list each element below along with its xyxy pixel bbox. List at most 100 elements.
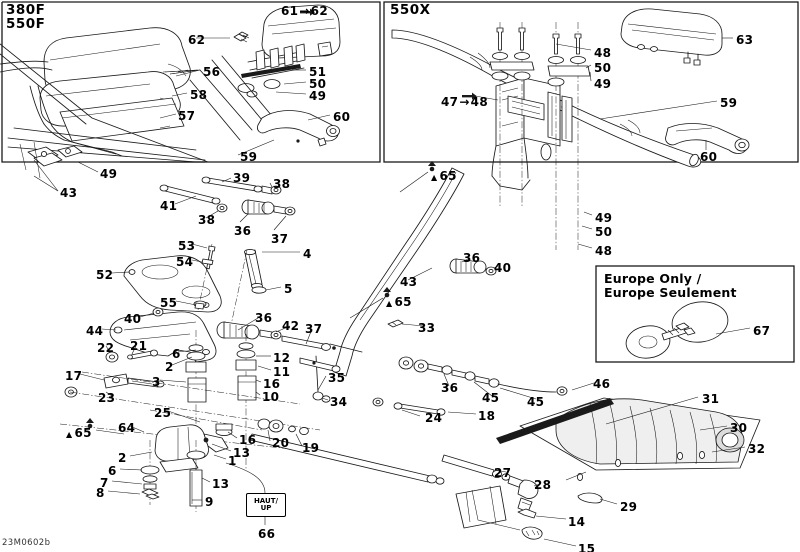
callout-l-19: 19: [302, 442, 319, 454]
arrow-47-48: [462, 92, 477, 100]
callout-l-67: 67: [753, 325, 770, 337]
part-41-linkage: [159, 184, 228, 213]
part-62-hardware: [233, 31, 250, 43]
callout-number: 67: [753, 324, 771, 338]
callout-number: 45: [482, 391, 500, 405]
callout-number-secondary: 48: [470, 95, 488, 109]
callout-number: 5: [284, 282, 293, 296]
callout-l-42: 42: [282, 320, 299, 332]
callout-number: 31: [702, 392, 720, 406]
part-36-bushing-upper: [241, 199, 296, 216]
callout-l-40b: 40: [494, 262, 511, 274]
callout-l-8: 8: [96, 487, 105, 499]
callout-l-36c: 36: [463, 252, 480, 264]
callout-number: 13: [233, 446, 251, 460]
callout-l-4: 4: [303, 248, 312, 260]
callout-l-24: 24: [425, 412, 442, 424]
callout-number: 66: [258, 527, 276, 541]
callout-l-41: 41: [160, 200, 177, 212]
callout-number: 60: [700, 150, 718, 164]
callout-l-28: 28: [534, 479, 551, 491]
callout-l-48a: 48: [594, 47, 611, 59]
callout-l-10: 10: [262, 391, 279, 403]
callout-number: 43: [400, 275, 418, 289]
callout-number: 48: [594, 46, 612, 60]
callout-l-60a: 60: [333, 111, 350, 123]
callout-number: 64: [118, 421, 136, 435]
callout-number: 27: [494, 466, 512, 480]
callout-number: 59: [720, 96, 738, 110]
part-30-31-32-runningboard: [496, 397, 761, 482]
callout-number: 10: [262, 390, 280, 404]
callout-number: 54: [176, 255, 194, 269]
callout-number: 37: [305, 322, 323, 336]
callout-number: 35: [328, 371, 346, 385]
callout-l-59b: 59: [720, 97, 737, 109]
callout-l-6b: 6: [108, 465, 117, 477]
callout-number: 41: [160, 199, 178, 213]
callout-l-66: 66: [258, 528, 275, 540]
callout-l-39: 39: [233, 172, 250, 184]
callout-l-62: 62: [188, 34, 205, 46]
callout-number-secondary: 62: [310, 4, 328, 18]
callout-l-7: 7: [100, 477, 109, 489]
marker-65-symbols: [86, 161, 436, 429]
callout-number: 11: [273, 365, 291, 379]
bolts-left-column: [489, 22, 535, 206]
callout-l-2a: 2: [165, 361, 174, 373]
panel-title-europe-only: Europe Only / Europe Seulement: [604, 271, 737, 300]
group-europe-mirror-67: [625, 301, 751, 359]
callout-l-21: 21: [130, 340, 147, 352]
callout-number: 59: [240, 150, 258, 164]
callout-number: 62: [188, 33, 206, 47]
arrow-right-icon: →: [459, 95, 470, 109]
callout-l-36a: 36: [234, 225, 251, 237]
callout-l-46: 46: [593, 378, 610, 390]
callout-number: 36: [463, 251, 481, 265]
callout-number: 16: [239, 433, 257, 447]
callout-number: 49: [309, 89, 327, 103]
callout-number: 40: [124, 312, 142, 326]
callout-number: 50: [595, 225, 613, 239]
callout-number: 21: [130, 339, 148, 353]
callout-number: 2: [118, 451, 127, 465]
callout-number: 65: [74, 426, 92, 440]
part-39-linkage: [201, 176, 282, 195]
callout-l-14: 14: [568, 516, 585, 528]
callout-number: 19: [302, 441, 320, 455]
part-52-support-plate: [123, 255, 222, 313]
callout-number: 24: [425, 411, 443, 425]
callout-l-55: 55: [160, 297, 177, 309]
callout-number: 12: [273, 351, 291, 365]
callout-number: 36: [255, 311, 273, 325]
callout-l-17: 17: [65, 370, 82, 382]
part-4-rod: [244, 248, 263, 290]
part-stack-lower-left: [140, 440, 160, 505]
panel-title-550x: 550X: [390, 2, 431, 18]
callout-number: 8: [96, 486, 105, 500]
callout-l-1: 1: [228, 455, 237, 467]
callout-number: 2: [165, 360, 174, 374]
callout-l-36d: 36: [441, 382, 458, 394]
callout-number: 63: [736, 33, 754, 47]
callout-l-38a: 38: [273, 178, 290, 190]
callout-l-56: 56: [203, 66, 220, 78]
callout-number: 55: [160, 296, 178, 310]
leaders-center: [79, 177, 598, 525]
group-550x-handlebar-assembly: [391, 8, 750, 250]
callout-l-9: 9: [205, 496, 214, 508]
callout-l-30: 30: [730, 422, 747, 434]
callout-l-45b: 45: [527, 396, 544, 408]
callout-number: 39: [233, 171, 251, 185]
callout-number: 37: [271, 232, 289, 246]
part-17-23-linkage: [64, 373, 165, 398]
part-27-28-joint: [441, 454, 543, 540]
callout-number: 44: [86, 324, 104, 338]
callout-l-65b: ▲65: [386, 296, 412, 308]
callout-l-58: 58: [190, 89, 207, 101]
callout-l-37b: 37: [305, 323, 322, 335]
callout-number: 20: [272, 436, 290, 450]
callout-l-43a: 43: [60, 187, 77, 199]
callout-number: 61: [281, 4, 299, 18]
